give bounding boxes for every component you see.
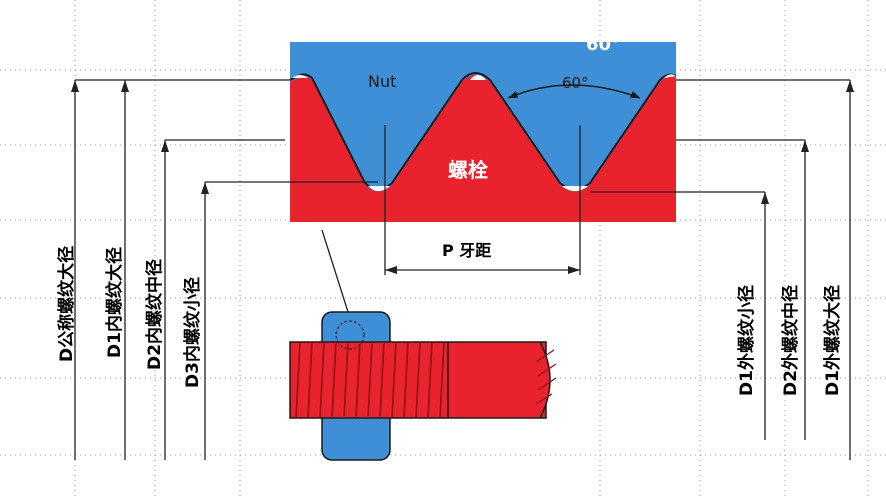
- dim-label-d2-internal-pitch: D2内螺纹中径: [145, 259, 165, 370]
- dimension-arrowheads: [71, 80, 854, 274]
- pitch-label: P 牙距: [442, 241, 492, 260]
- nut-label: Nut: [368, 72, 397, 91]
- crest-fillet: [470, 75, 486, 80]
- bolt-illustration: [289, 311, 557, 461]
- dim-label-d1-external-minor: D1外螺纹小径: [737, 285, 757, 396]
- break-hatch: [535, 349, 557, 405]
- thread-profile: [289, 42, 677, 222]
- dim-label-d-nominal: D公称螺纹大径: [57, 245, 77, 362]
- dim-label-d1-external-major: D1外螺纹大径: [823, 285, 843, 396]
- dim-label-d1-internal-major: D1内螺纹大径: [105, 247, 125, 358]
- bolt-region: [290, 75, 676, 222]
- root-fillet: [562, 186, 588, 191]
- angle-arc: [507, 84, 641, 99]
- bolt-thread-hatch: [295, 341, 445, 419]
- break-section: [539, 341, 551, 419]
- crest-fillet: [664, 74, 676, 78]
- thread-outline: [289, 72, 677, 191]
- dim-label-d3-internal-minor: D3内螺纹小径: [183, 277, 203, 388]
- crest-fillet: [292, 75, 308, 78]
- angle-arrowhead: [630, 91, 640, 98]
- dim-label-d2-external-pitch: D2外螺纹中径: [781, 285, 801, 396]
- detail-circle: [335, 320, 365, 350]
- angle-arrowhead: [508, 91, 518, 98]
- angle-label-top: 60°: [586, 34, 621, 55]
- dimension-lines: [74, 79, 851, 460]
- bolt-label: 螺栓: [448, 158, 488, 182]
- angle-label-inner: 60°: [562, 74, 589, 92]
